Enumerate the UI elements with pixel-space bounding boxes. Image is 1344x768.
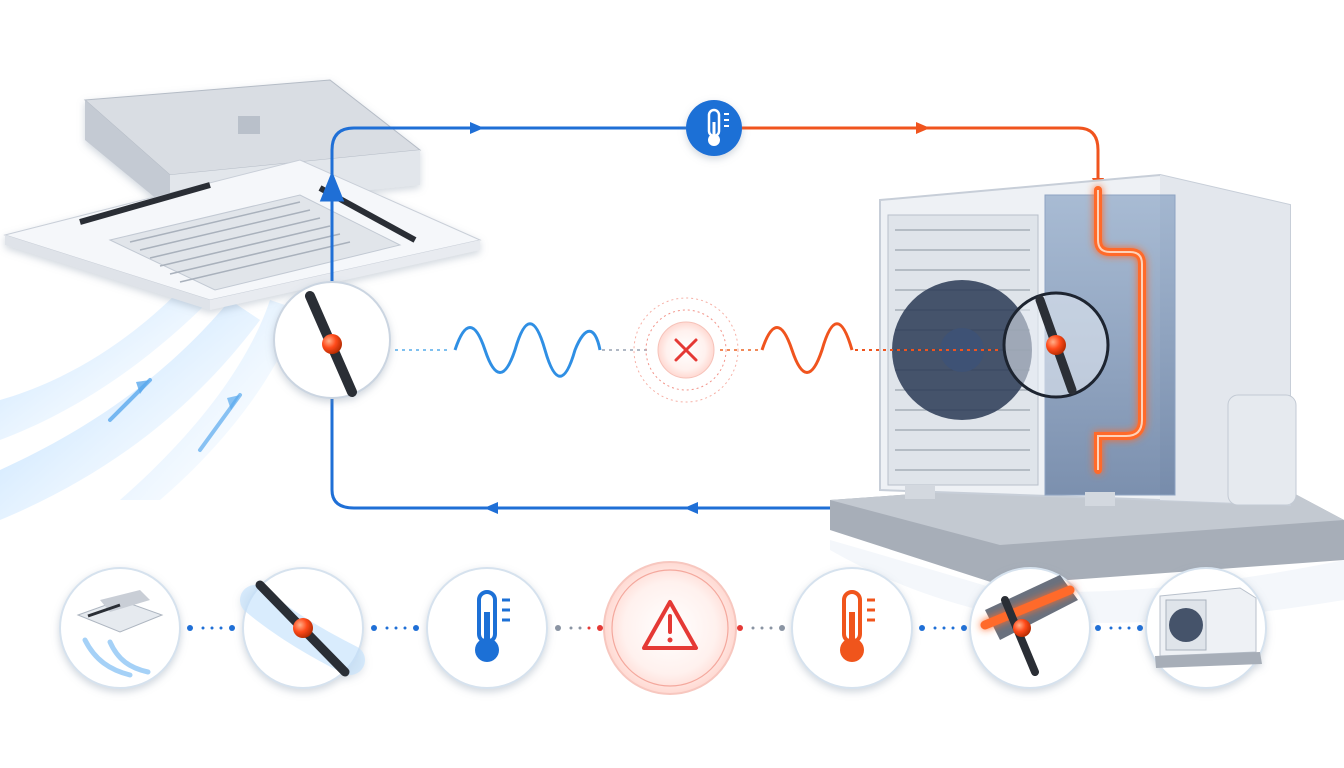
cold-airflow	[0, 290, 300, 520]
connector-4	[737, 625, 785, 631]
refrigerant-loop	[319, 122, 1104, 514]
warning-triangle-icon	[603, 561, 737, 695]
connector-1	[187, 625, 235, 631]
ceiling-cassette-icon	[59, 567, 181, 689]
signal-link	[395, 322, 1000, 378]
thermometer-hot-icon	[791, 567, 913, 689]
pipe-sensor-hot-icon	[969, 567, 1091, 689]
outdoor-unit	[830, 173, 1344, 623]
fault-x-icon	[633, 297, 739, 403]
outdoor-unit-icon	[1145, 567, 1267, 689]
connector-3	[555, 625, 603, 631]
indoor-cassette-unit	[3, 79, 482, 310]
pipe-sensor-cold-icon	[273, 281, 391, 399]
connector-6	[1095, 625, 1143, 631]
pipe-sensor-hot-icon	[1002, 291, 1110, 399]
thermometer-cold-icon	[426, 567, 548, 689]
connector-5	[919, 625, 967, 631]
sequence-strip	[59, 561, 1267, 695]
thermometer-badge	[686, 100, 742, 156]
pipe-sensor-cold-icon	[240, 567, 365, 689]
connector-2	[371, 625, 419, 631]
